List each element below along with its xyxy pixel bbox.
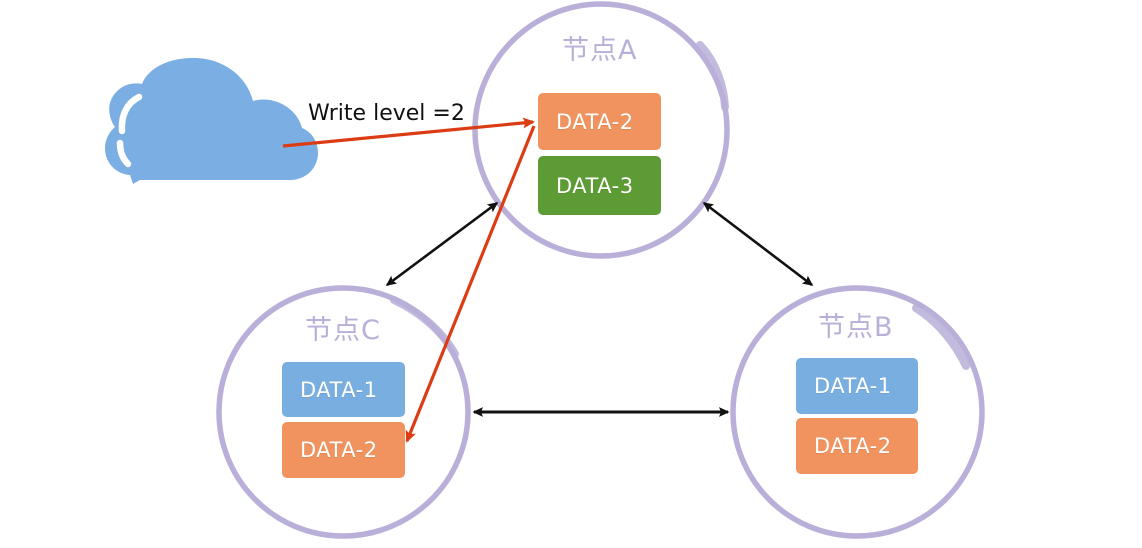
- node-a-data-item-1[interactable]: DATA-3: [538, 156, 661, 215]
- node-c-data-item-1[interactable]: DATA-2: [282, 422, 405, 478]
- edge-a-c-write: [405, 125, 536, 443]
- node-c-label: 节点C: [305, 315, 381, 346]
- node-c-data-item-0[interactable]: DATA-1: [282, 362, 405, 417]
- edge-a-c: [385, 201, 499, 287]
- edge-a-b: [702, 201, 814, 287]
- node-b-data-item-1[interactable]: DATA-2: [796, 418, 918, 474]
- node-b-label: 节点B: [818, 312, 894, 343]
- node-circle-a: [472, 1, 730, 259]
- node-a-label: 节点A: [562, 35, 638, 66]
- node-a-data-item-0[interactable]: DATA-2: [538, 93, 661, 150]
- node-circle-b: [730, 285, 985, 539]
- client-cloud: [105, 57, 318, 184]
- node-b-data-item-0[interactable]: DATA-1: [796, 358, 918, 414]
- node-circle-c: [216, 285, 471, 539]
- edge-label-write-level: Write level =2: [308, 101, 465, 126]
- edge-cloud-a: [282, 117, 535, 148]
